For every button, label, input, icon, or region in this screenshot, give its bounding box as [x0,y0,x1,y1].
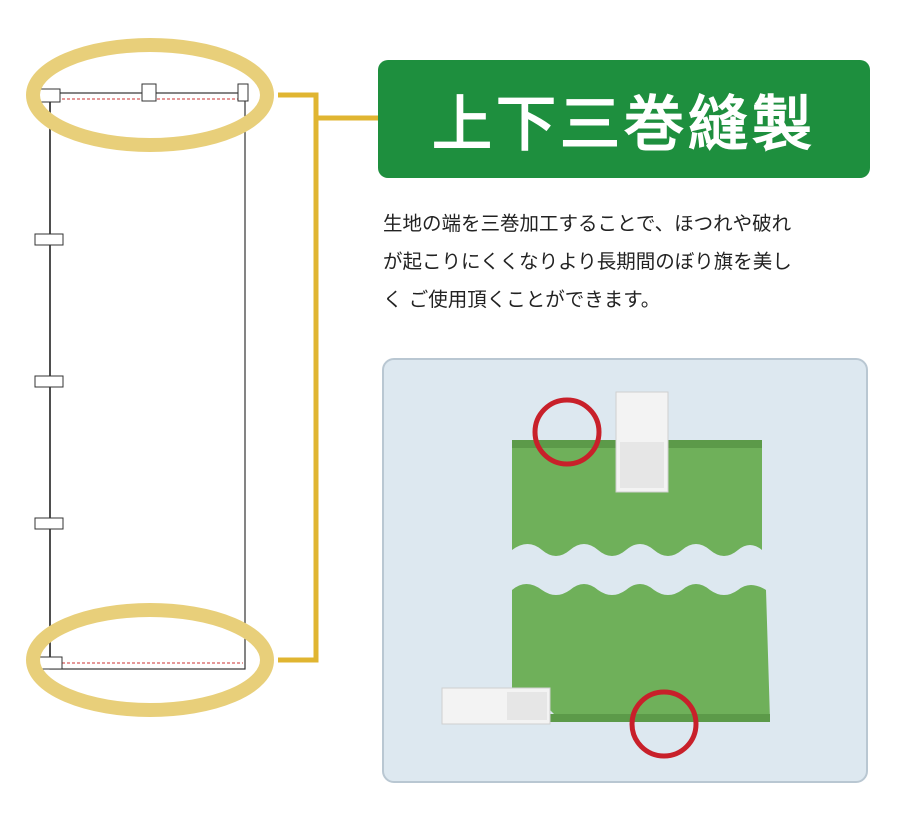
top-loop-right [237,83,249,102]
top-loop-left [37,88,61,103]
bottom-marker-circle [629,689,699,759]
side-loop-2 [34,375,64,388]
bottom-hem [542,714,770,722]
title-text: 上下三巻縫製 [432,89,816,160]
side-loop-3 [34,517,64,530]
description-line-2: が起こりにくくなりより長期間のぼり旗を美し [383,250,792,273]
detail-photo-panel [382,358,868,783]
title-banner: 上下三巻縫製 [378,60,870,178]
bottom-tape-stitch [507,692,547,720]
top-marker-circle [532,397,602,467]
bottom-highlight-ring [26,603,274,717]
top-highlight-ring [26,38,274,152]
description: 生地の端を三巻加工することで、ほつれや破れ が起こりにくくなりより長期間のぼり旗… [383,205,873,319]
top-tape-stitch [620,442,664,488]
description-line-1: 生地の端を三巻加工することで、ほつれや破れ [383,212,792,235]
top-fabric-piece [512,440,762,556]
connector-bracket [278,92,378,663]
fabric-detail-illustration [441,391,770,759]
side-loop-1 [34,233,64,246]
bottom-fabric-piece [512,584,770,722]
description-line-3: く ご使用頂くことができます。 [383,288,661,311]
top-loop-mid [141,83,157,102]
flag-body [49,92,246,670]
